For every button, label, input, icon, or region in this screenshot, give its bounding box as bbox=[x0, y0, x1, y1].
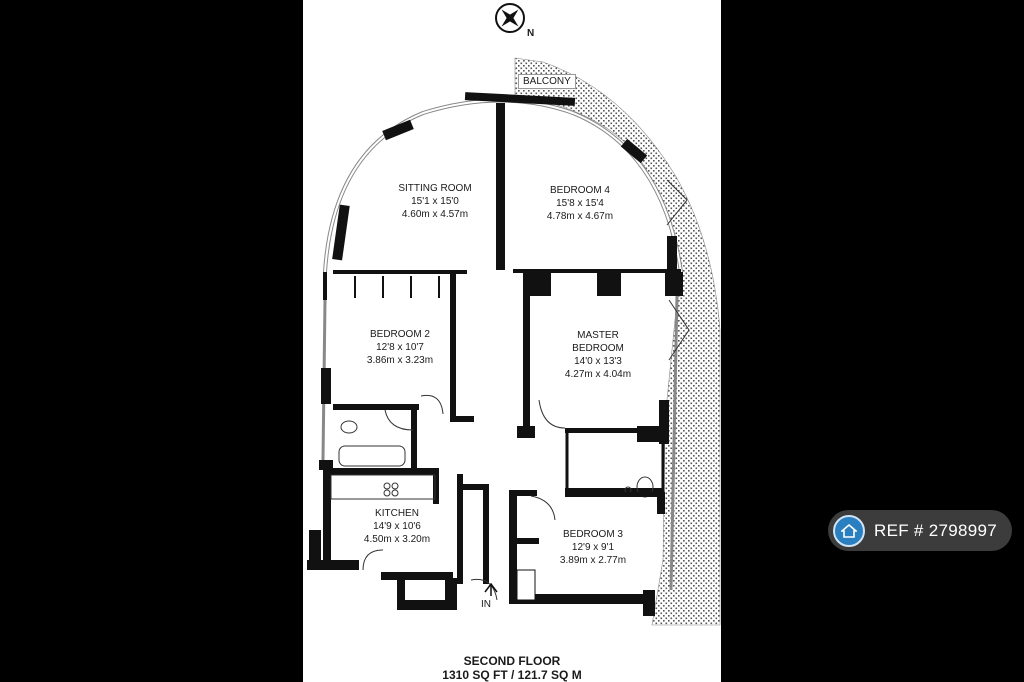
balcony-label: BALCONY bbox=[518, 74, 576, 89]
room-dim-metric: 4.50m x 3.20m bbox=[363, 534, 431, 545]
room-master-bedroom: MASTER BEDROOM 14'0 x 13'3 4.27m x 4.04m bbox=[548, 329, 648, 381]
room-sitting-room: SITTING ROOM 15'1 x 15'0 4.60m x 4.57m bbox=[380, 182, 490, 221]
room-dim-metric: 3.86m x 3.23m bbox=[366, 355, 434, 366]
floor-area: 1310 SQ FT / 121.7 SQ M bbox=[442, 668, 582, 682]
room-dim-metric: 4.78m x 4.67m bbox=[546, 211, 614, 222]
room-dim-metric: 4.60m x 4.57m bbox=[401, 209, 469, 220]
entrance-label: IN bbox=[481, 599, 491, 610]
room-dim-imperial: 15'1 x 15'0 bbox=[411, 196, 459, 207]
floor-title: SECOND FLOOR bbox=[463, 654, 561, 668]
room-bedroom-2: BEDROOM 2 12'8 x 10'7 3.86m x 3.23m bbox=[350, 328, 450, 367]
room-dim-imperial: 14'0 x 13'3 bbox=[574, 356, 622, 367]
balcony-area bbox=[514, 57, 721, 626]
room-name-line1: MASTER bbox=[577, 330, 619, 341]
room-dim-imperial: 12'8 x 10'7 bbox=[376, 342, 424, 353]
room-kitchen: KITCHEN 14'9 x 10'6 4.50m x 3.20m bbox=[347, 507, 447, 546]
outer-walls bbox=[323, 271, 683, 300]
ref-badge: REF # 2798997 bbox=[828, 510, 1012, 551]
room-name: KITCHEN bbox=[375, 508, 419, 519]
room-name: BEDROOM 3 bbox=[562, 529, 623, 540]
compass-icon bbox=[495, 3, 525, 33]
room-dim-imperial: 12'9 x 9'1 bbox=[571, 542, 615, 553]
home-icon bbox=[833, 514, 865, 547]
room-name-line2: BEDROOM bbox=[572, 343, 624, 354]
room-dim-imperial: 14'9 x 10'6 bbox=[373, 521, 421, 532]
room-name: SITTING ROOM bbox=[398, 183, 472, 194]
room-bedroom-4: BEDROOM 4 15'8 x 15'4 4.78m x 4.67m bbox=[530, 184, 630, 223]
ref-text: REF # 2798997 bbox=[874, 520, 997, 540]
compass-north-label: N bbox=[527, 28, 535, 39]
room-bedroom-3: BEDROOM 3 12'9 x 9'1 3.89m x 2.77m bbox=[543, 528, 643, 567]
room-dim-metric: 3.89m x 2.77m bbox=[559, 555, 627, 566]
entrance-arrow-icon bbox=[484, 582, 498, 596]
room-name: BEDROOM 2 bbox=[369, 329, 430, 340]
room-dim-imperial: 15'8 x 15'4 bbox=[556, 198, 604, 209]
room-name: BEDROOM 4 bbox=[549, 185, 610, 196]
floorplan-drawing bbox=[307, 3, 721, 626]
room-dim-metric: 4.27m x 4.04m bbox=[564, 369, 632, 380]
dome-pillars bbox=[332, 92, 677, 270]
